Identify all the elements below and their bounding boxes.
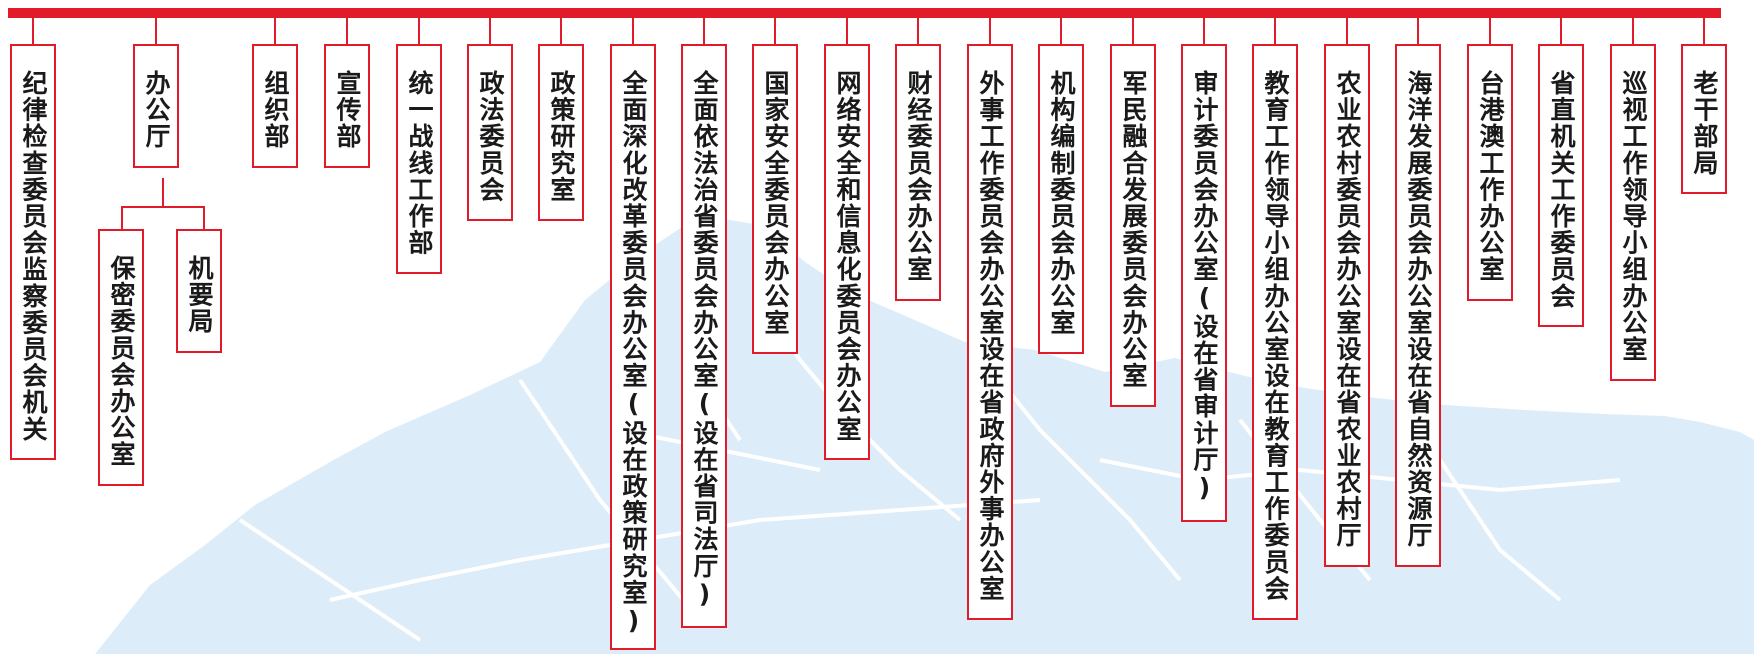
unit-wsgz-label: 外事工作委员会办公室设在省政府外事办公室 [976, 70, 1005, 602]
subtree-drop-right [203, 206, 205, 229]
unit-zfw: 政法委员会 [467, 44, 513, 221]
connector-jgbz [1060, 18, 1062, 44]
unit-jgbz-label: 机构编制委员会办公室 [1047, 70, 1076, 336]
unit-bgt: 办公厅 [133, 44, 179, 168]
unit-jyj: 机要局 [176, 229, 222, 353]
unit-cjw: 财经委员会办公室 [895, 44, 941, 301]
connector-jmrh [1132, 18, 1134, 44]
unit-hyfz-label: 海洋发展委员会办公室设在省自然资源厅 [1404, 70, 1433, 549]
unit-bgt-label: 办公厅 [142, 70, 171, 150]
unit-tga: 台港澳工作办公室 [1467, 44, 1513, 301]
unit-zfw-label: 政法委员会 [476, 70, 505, 203]
unit-shgg: 全面深化改革委员会办公室(设在政策研究室) [610, 44, 656, 650]
connector-xsgz [1632, 18, 1634, 44]
unit-jwjw-label: 纪律检查委员会监察委员会机关 [19, 70, 48, 443]
unit-jwjw: 纪律检查委员会监察委员会机关 [10, 44, 56, 460]
unit-hyfz: 海洋发展委员会办公室设在省自然资源厅 [1395, 44, 1441, 567]
unit-lgb-label: 老干部局 [1690, 70, 1719, 177]
connector-sjw [1203, 18, 1205, 44]
unit-tga-label: 台港澳工作办公室 [1476, 70, 1505, 283]
unit-zcys: 政策研究室 [538, 44, 584, 221]
connector-zzb [274, 18, 276, 44]
unit-jygz-label: 教育工作领导小组办公室设在教育工作委员会 [1261, 70, 1290, 602]
connector-tzb [418, 18, 420, 44]
unit-szjg: 省直机关工作委员会 [1538, 44, 1584, 327]
unit-xcb-label: 宣传部 [333, 70, 362, 150]
unit-xcb: 宣传部 [324, 44, 370, 168]
connector-zcys [560, 18, 562, 44]
unit-yfzs: 全面依法治省委员会办公室(设在省司法厅) [681, 44, 727, 628]
connector-lgb [1703, 18, 1705, 44]
unit-zcys-label: 政策研究室 [547, 70, 576, 203]
connector-tga [1489, 18, 1491, 44]
subtree-stem [162, 178, 164, 206]
unit-zzb: 组织部 [252, 44, 298, 168]
unit-wlaq: 网络安全和信息化委员会办公室 [824, 44, 870, 460]
connector-xcb [346, 18, 348, 44]
subtree-horizontal [121, 206, 205, 208]
unit-nync-label: 农业农村委员会办公室设在省农业农村厅 [1333, 70, 1362, 549]
subtree-drop-left [121, 206, 123, 229]
unit-sjw: 审计委员会办公室(设在省审计厅) [1181, 44, 1227, 522]
unit-sjw-label: 审计委员会办公室(设在省审计厅) [1190, 70, 1219, 504]
connector-zfw [489, 18, 491, 44]
unit-jmrh-label: 军民融合发展委员会办公室 [1119, 70, 1148, 390]
unit-wsgz: 外事工作委员会办公室设在省政府外事办公室 [967, 44, 1013, 620]
unit-xsgz-label: 巡视工作领导小组办公室 [1619, 70, 1648, 363]
unit-jmrh: 军民融合发展委员会办公室 [1110, 44, 1156, 407]
unit-wlaq-label: 网络安全和信息化委员会办公室 [833, 70, 862, 443]
unit-cjw-label: 财经委员会办公室 [904, 70, 933, 283]
top-red-bar [8, 8, 1721, 18]
connector-shgg [632, 18, 634, 44]
unit-tzb: 统一战线工作部 [396, 44, 442, 274]
connector-wlaq [846, 18, 848, 44]
unit-yfzs-label: 全面依法治省委员会办公室(设在省司法厅) [690, 70, 719, 610]
unit-nync: 农业农村委员会办公室设在省农业农村厅 [1324, 44, 1370, 567]
unit-bmwyh: 保密委员会办公室 [98, 229, 144, 486]
unit-jyj-label: 机要局 [185, 255, 214, 335]
unit-gjaq: 国家安全委员会办公室 [752, 44, 798, 354]
unit-shgg-label: 全面深化改革委员会办公室(设在政策研究室) [619, 70, 648, 637]
connector-wsgz [989, 18, 991, 44]
unit-zzb-label: 组织部 [261, 70, 290, 150]
unit-xsgz: 巡视工作领导小组办公室 [1610, 44, 1656, 381]
connector-cjw [917, 18, 919, 44]
connector-yfzs [703, 18, 705, 44]
connector-szjg [1560, 18, 1562, 44]
connector-gjaq [774, 18, 776, 44]
connector-bgt [155, 18, 157, 44]
unit-tzb-label: 统一战线工作部 [405, 70, 434, 257]
unit-gjaq-label: 国家安全委员会办公室 [761, 70, 790, 336]
unit-jygz: 教育工作领导小组办公室设在教育工作委员会 [1252, 44, 1298, 620]
connector-jwjw [32, 18, 34, 44]
connector-hyfz [1417, 18, 1419, 44]
connector-nync [1346, 18, 1348, 44]
unit-szjg-label: 省直机关工作委员会 [1547, 70, 1576, 310]
unit-bmwyh-label: 保密委员会办公室 [107, 255, 136, 468]
unit-lgb: 老干部局 [1681, 44, 1727, 194]
unit-jgbz: 机构编制委员会办公室 [1038, 44, 1084, 354]
connector-jygz [1274, 18, 1276, 44]
